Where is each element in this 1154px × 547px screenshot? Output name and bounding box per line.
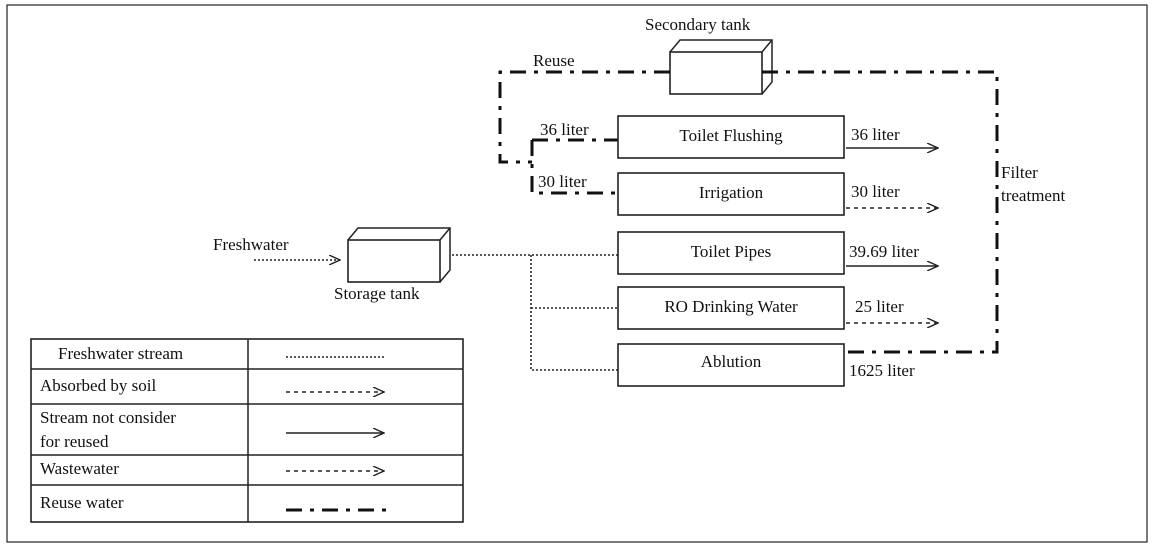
freshwater-distribution-lines bbox=[452, 254, 618, 371]
secondary-tank-label: Secondary tank bbox=[645, 15, 751, 34]
out-toilet-pipes-label: 39.69 liter bbox=[849, 242, 919, 261]
storage-tank-label: Storage tank bbox=[334, 284, 420, 303]
process-irrigation-label: Irrigation bbox=[699, 183, 764, 202]
process-ro-drinking-water-label: RO Drinking Water bbox=[664, 297, 798, 316]
reuse-feed-irrigation-line bbox=[530, 140, 620, 195]
out-ablution-label: 1625 liter bbox=[849, 361, 915, 380]
legend-row-reuse-label: Reuse water bbox=[40, 493, 124, 512]
legend-row-freshwater-label: Freshwater stream bbox=[58, 344, 183, 363]
reuse-label: Reuse bbox=[533, 51, 575, 70]
legend-row-not-reused-label-2: for reused bbox=[40, 432, 109, 451]
reuse-return-line bbox=[762, 70, 999, 354]
out-ro-label: 25 liter bbox=[855, 297, 904, 316]
page-frame bbox=[6, 4, 1148, 543]
flow-in-flushing-label: 36 liter bbox=[540, 120, 589, 139]
legend-row-not-reused-label-1: Stream not consider bbox=[40, 408, 176, 427]
process-toilet-pipes: Toilet Pipes bbox=[617, 231, 845, 275]
process-ablution-label: Ablution bbox=[701, 352, 762, 371]
flow-in-irrigation-label: 30 liter bbox=[538, 172, 587, 191]
process-toilet-flushing-label: Toilet Flushing bbox=[679, 126, 783, 145]
secondary-tank-icon bbox=[669, 39, 773, 95]
legend-row-absorbed-label: Absorbed by soil bbox=[40, 376, 156, 395]
process-ablution: Ablution bbox=[617, 343, 845, 387]
reuse-loop-line bbox=[498, 70, 670, 164]
process-ro-drinking-water: RO Drinking Water bbox=[617, 286, 845, 330]
filter-treatment-label-2: treatment bbox=[1001, 186, 1065, 205]
out-flushing-label: 36 liter bbox=[851, 125, 900, 144]
storage-tank-icon bbox=[347, 227, 451, 283]
freshwater-label: Freshwater bbox=[213, 235, 289, 254]
process-toilet-flushing: Toilet Flushing bbox=[617, 115, 845, 159]
filter-treatment-label-1: Filter bbox=[1001, 163, 1038, 182]
legend-row-wastewater-label: Wastewater bbox=[40, 459, 119, 478]
process-toilet-pipes-label: Toilet Pipes bbox=[691, 242, 772, 261]
process-irrigation: Irrigation bbox=[617, 172, 845, 216]
legend-table bbox=[30, 338, 464, 523]
out-irrigation-label: 30 liter bbox=[851, 182, 900, 201]
